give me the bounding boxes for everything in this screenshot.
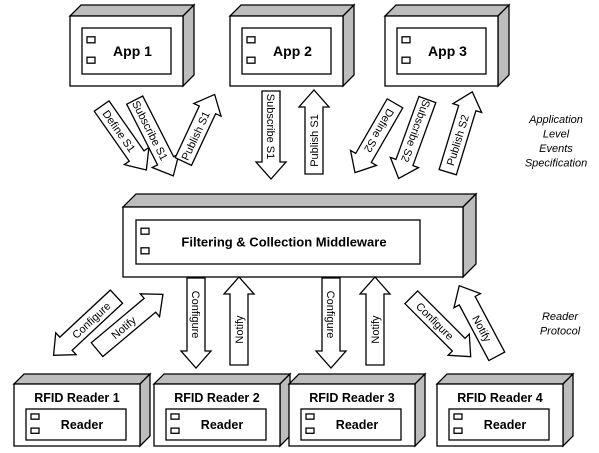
arrow-label: Configure <box>189 291 201 339</box>
component-icon <box>140 227 150 255</box>
app-node-2: App 2 <box>228 3 356 88</box>
component-icon <box>246 36 256 64</box>
reader-title: RFID Reader 1 <box>34 391 119 405</box>
lower-arrow-down: Configure <box>314 277 348 369</box>
component-icon <box>401 36 411 64</box>
arrow-label: Notify <box>370 315 382 344</box>
side-label-line: Reader <box>542 311 579 323</box>
component-icon <box>453 413 463 434</box>
reader-title: RFID Reader 4 <box>457 391 542 405</box>
arrow-label: Notify <box>234 315 246 344</box>
side-label-line: Specification <box>525 158 587 170</box>
reader-component-4: Reader <box>448 408 550 441</box>
upper-arrow-up: Publish S1 <box>174 93 223 167</box>
lower-arrow-up: Notify <box>358 276 392 366</box>
app-component-2: App 2 <box>241 27 332 75</box>
reader-component-3: Reader <box>300 408 402 441</box>
reader-node-3: RFID Reader 3 Reader <box>287 372 427 448</box>
middleware-component-label: Filtering & Collection Middleware <box>181 235 386 250</box>
reader-node-1: RFID Reader 1 Reader <box>12 372 152 448</box>
arrow-label: Subscribe S1 <box>264 94 276 159</box>
app-node-1: App 1 <box>68 3 196 88</box>
app-component-1: App 1 <box>81 27 172 75</box>
reader-component-3-label: Reader <box>336 418 379 432</box>
app-component-2-label: App 2 <box>273 43 312 59</box>
middleware-node: Filtering & Collection Middleware <box>121 192 478 279</box>
lower-arrow-down: Configure <box>179 277 213 369</box>
reader-title: RFID Reader 3 <box>309 391 394 405</box>
component-icon <box>86 36 96 64</box>
upper-arrow-up: Publish S2 <box>438 90 483 176</box>
reader-component-2-label: Reader <box>201 418 244 432</box>
app-component-3-label: App 3 <box>428 43 467 59</box>
component-icon <box>30 413 40 434</box>
reader-component-1-label: Reader <box>61 418 104 432</box>
component-icon <box>170 413 180 434</box>
reader-component-4-label: Reader <box>484 418 527 432</box>
side-label-line: Protocol <box>540 326 581 338</box>
component-icon <box>305 413 315 434</box>
reader-node-4: RFID Reader 4 Reader <box>435 372 575 448</box>
app-component-1-label: App 1 <box>113 43 152 59</box>
side-label-line: Level <box>543 129 570 141</box>
side-label-line: Events <box>539 143 573 155</box>
reader-component-1: Reader <box>25 408 127 441</box>
upper-arrow-down: Subscribe S1 <box>254 90 288 180</box>
arrow-label: Configure <box>324 291 336 339</box>
upper-arrow-up: Publish S1 <box>297 89 331 175</box>
side-label-line: Application <box>528 114 583 126</box>
reader-node-2: RFID Reader 2 Reader <box>152 372 292 448</box>
app-component-3: App 3 <box>396 27 487 75</box>
arrow-label: Publish S1 <box>309 114 321 167</box>
reader-component-2: Reader <box>165 408 267 441</box>
lower-arrow-up: Notify <box>90 293 164 358</box>
middleware-component: Filtering & Collection Middleware <box>135 219 421 265</box>
app-node-3: App 3 <box>383 3 511 88</box>
lower-arrow-up: Notify <box>222 276 256 366</box>
reader-title: RFID Reader 2 <box>174 391 259 405</box>
